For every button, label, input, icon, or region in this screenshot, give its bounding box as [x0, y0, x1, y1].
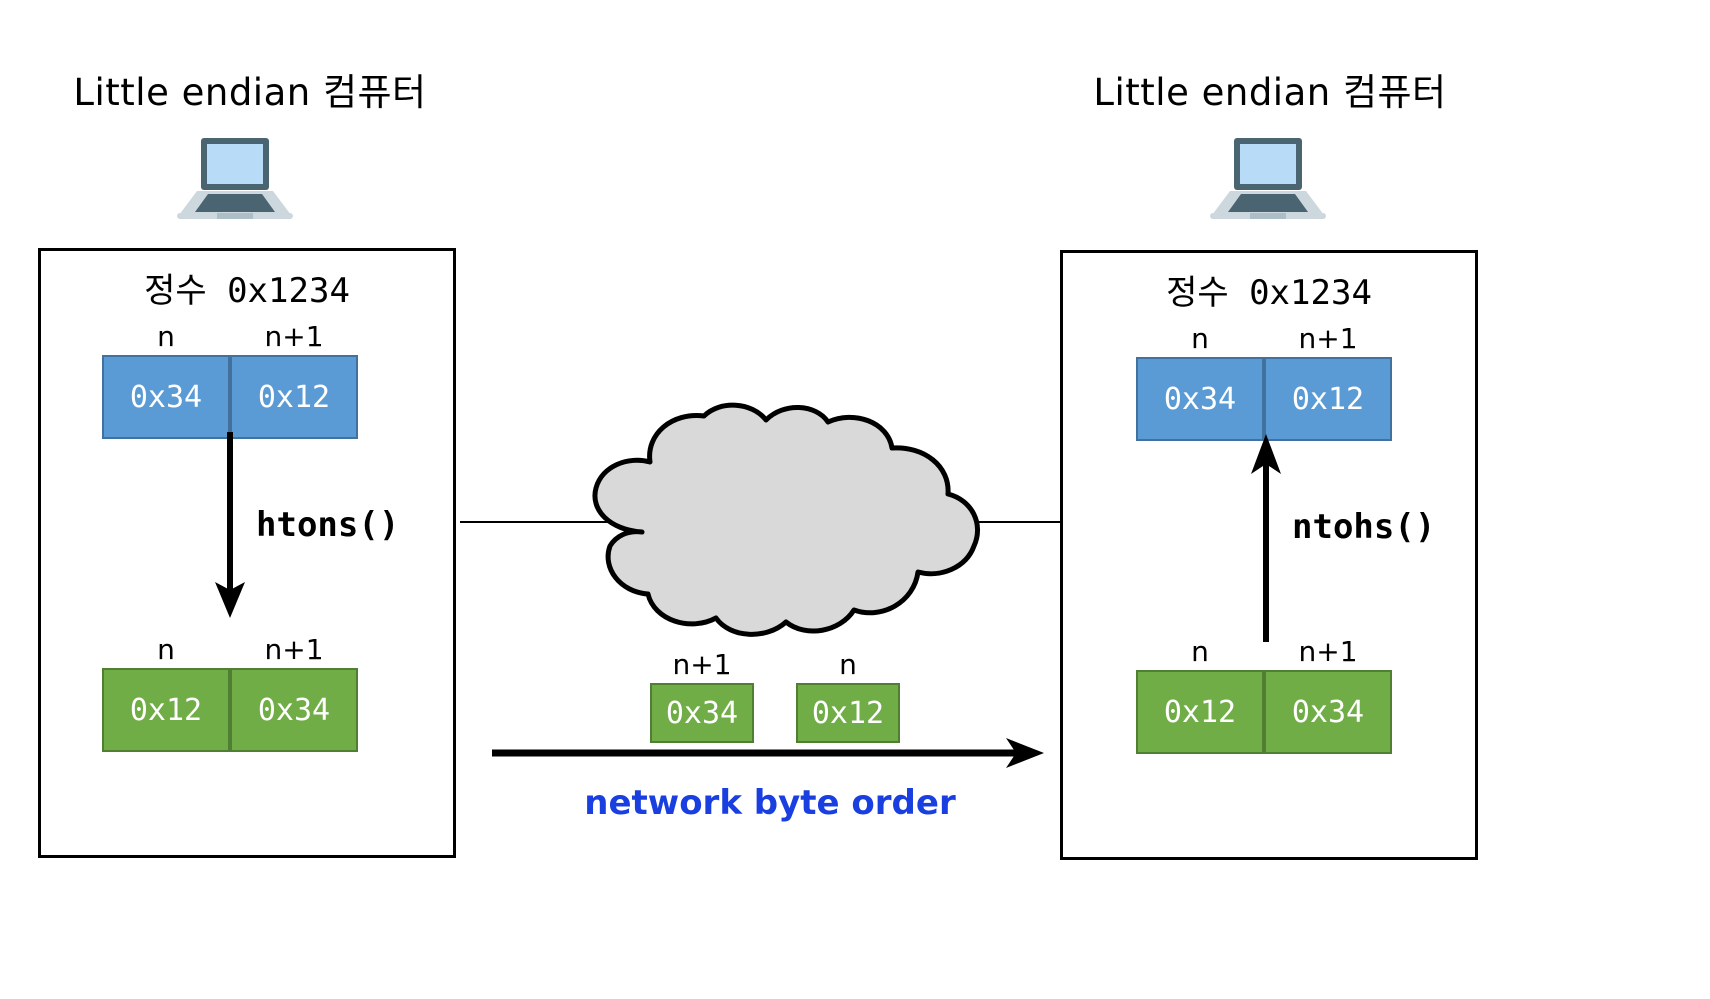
byte-address-label: n [1191, 635, 1209, 668]
network-wire-left [460, 520, 620, 524]
byte-value: 0x12 [102, 668, 230, 753]
byte-value: 0x12 [1264, 357, 1392, 442]
network-flow-arrow [492, 735, 1048, 771]
ntohs-label: ntohs() [1292, 507, 1436, 547]
wire-line-icon [460, 521, 620, 523]
byte-value: 0x12 [796, 683, 900, 744]
arrow-down-icon [215, 432, 245, 618]
laptop-icon [1210, 138, 1326, 219]
left-memory-after-cell-1: n+1 0x34 [230, 633, 358, 753]
left-host-panel [38, 248, 456, 858]
left-memory-before: n 0x34 n+1 0x12 [102, 320, 358, 440]
network-byte-order-label: network byte order [584, 783, 956, 823]
left-memory-before-cell-1: n+1 0x12 [230, 320, 358, 440]
left-host-title: Little endian 컴퓨터 [73, 71, 427, 114]
network-cloud [562, 402, 990, 644]
right-memory-after-cell-0: n 0x34 [1136, 322, 1264, 442]
byte-value: 0x34 [102, 355, 230, 440]
transit-byte-0: n+1 0x34 [650, 648, 754, 744]
right-panel-caption: 정수 0x1234 [1166, 273, 1372, 313]
byte-value: 0x34 [1136, 357, 1264, 442]
byte-value: 0x34 [650, 683, 754, 744]
arrow-right-icon [492, 738, 1044, 768]
cloud-icon [592, 402, 981, 637]
byte-address-label: n [157, 320, 175, 353]
network-wire-right [968, 520, 1068, 524]
byte-address-label: n+1 [672, 648, 732, 681]
right-memory-after-cell-1: n+1 0x12 [1264, 322, 1392, 442]
right-memory-before-cell-0: n 0x12 [1136, 635, 1264, 755]
ntohs-arrow-up [1244, 434, 1288, 642]
byte-value: 0x12 [230, 355, 358, 440]
byte-value: 0x34 [230, 668, 358, 753]
byte-address-label: n+1 [1298, 322, 1358, 355]
byte-value: 0x12 [1136, 670, 1264, 755]
byte-address-label: n [1191, 322, 1209, 355]
right-memory-before-cell-1: n+1 0x34 [1264, 635, 1392, 755]
transit-byte-1: n 0x12 [796, 648, 900, 744]
byte-address-label: n [839, 648, 857, 681]
byte-address-label: n+1 [264, 633, 324, 666]
left-panel-caption: 정수 0x1234 [144, 271, 350, 311]
arrow-up-icon [1251, 434, 1281, 642]
right-memory-after: n 0x34 n+1 0x12 [1136, 322, 1392, 442]
htons-label: htons() [256, 505, 400, 545]
byte-address-label: n+1 [264, 320, 324, 353]
laptop-icon [177, 138, 293, 219]
right-host-title: Little endian 컴퓨터 [1093, 71, 1447, 114]
left-memory-after-cell-0: n 0x12 [102, 633, 230, 753]
byte-value: 0x34 [1264, 670, 1392, 755]
right-memory-before: n 0x12 n+1 0x34 [1136, 635, 1392, 755]
wire-line-icon [968, 521, 1068, 523]
left-memory-after: n 0x12 n+1 0x34 [102, 633, 358, 753]
network-transit-bytes: n+1 0x34 n 0x12 [650, 648, 900, 744]
htons-arrow-down [208, 432, 252, 622]
left-memory-before-cell-0: n 0x34 [102, 320, 230, 440]
byte-address-label: n+1 [1298, 635, 1358, 668]
byte-address-label: n [157, 633, 175, 666]
right-laptop-icon [1208, 133, 1328, 223]
transit-byte-gap [754, 650, 796, 743]
left-laptop-icon [175, 133, 295, 223]
